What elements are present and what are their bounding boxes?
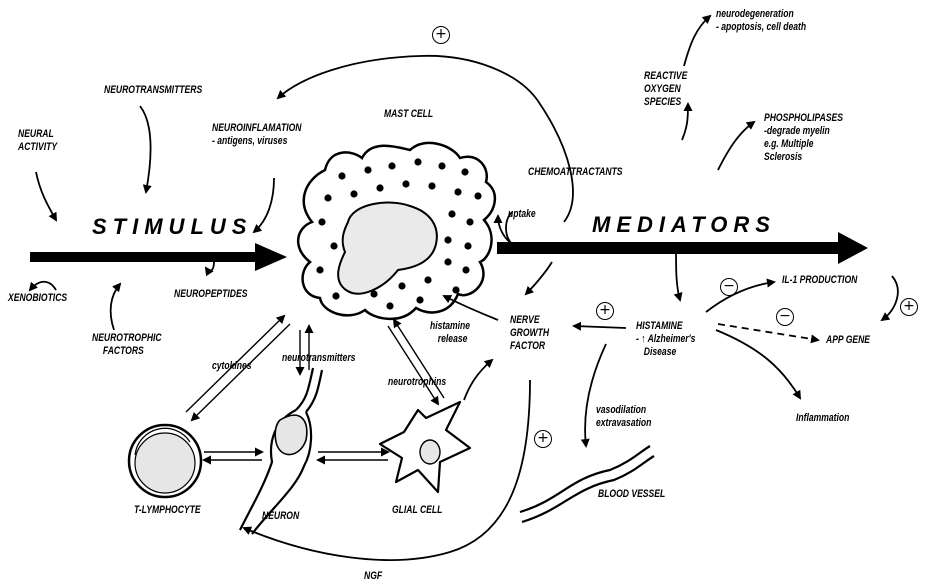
neurodegeneration-title: neurodegeneration	[716, 8, 806, 21]
histamine-release-label: histamine release	[430, 320, 470, 346]
phospholipases-label: PHOSPHOLIPASES -degrade myelin e.g. Mult…	[764, 112, 843, 164]
mast-cell	[298, 143, 495, 319]
phospholipases-sub-2: e.g. Multiple	[764, 138, 843, 151]
histamine-release-line-2: release	[430, 333, 470, 346]
vasodilation-label: vasodilation extravasation	[596, 404, 651, 430]
neural-activity-line-2: ACTIVITY	[18, 141, 57, 154]
t-lymphocyte-label: T-LYMPHOCYTE	[134, 504, 201, 517]
neuroinflamation-label: NEUROINFLAMATION - antigens, viruses	[212, 122, 301, 148]
reactive-oxygen-species-label: REACTIVE OXYGEN SPECIES	[644, 70, 687, 109]
stimulus-label: STIMULUS	[92, 214, 252, 240]
neural-activity-line-1: NEURAL	[18, 128, 57, 141]
stimulus-arrow	[30, 243, 287, 271]
mediators-label: MEDIATORS	[592, 212, 776, 238]
ngf-line-3: FACTOR	[510, 340, 549, 353]
minus-sign-il1: −	[720, 278, 738, 296]
vasodilation-line-1: vasodilation	[596, 404, 651, 417]
neurotrophic-factors-label: NEUROTROPHIC FACTORS	[92, 332, 162, 358]
neuropeptides-label: NEUROPEPTIDES	[174, 288, 247, 301]
histamine-sub-1: - ↑ Alzheimer's	[636, 333, 695, 346]
minus-sign-app: −	[776, 308, 794, 326]
neurotransmitters-mid-label: neurotransmitters	[282, 352, 355, 365]
neuroinflamation-sub: - antigens, viruses	[212, 135, 301, 148]
phospholipases-title: PHOSPHOLIPASES	[764, 112, 843, 125]
histamine-sub-2: Disease	[636, 346, 695, 359]
nerve-growth-factor-label: NERVE GROWTH FACTOR	[510, 314, 549, 353]
mast-cell-label: MAST CELL	[384, 108, 433, 121]
neurotrophic-factors-line-2: FACTORS	[92, 345, 162, 358]
neuron-label: NEURON	[262, 510, 299, 523]
neurodegeneration-sub: - apoptosis, cell death	[716, 21, 806, 34]
neural-activity-label: NEURAL ACTIVITY	[18, 128, 57, 154]
vasodilation-line-2: extravasation	[596, 417, 651, 430]
glial-cell	[380, 402, 470, 492]
il1-production-label: IL-1 PRODUCTION	[782, 274, 857, 287]
histamine-release-line-1: histamine	[430, 320, 470, 333]
ros-line-1: REACTIVE	[644, 70, 687, 83]
ros-line-2: OXYGEN	[644, 83, 687, 96]
neurodegeneration-label: neurodegeneration - apoptosis, cell deat…	[716, 8, 806, 34]
glial-cell-label: GLIAL CELL	[392, 504, 442, 517]
phospholipases-sub-3: Sclerosis	[764, 151, 843, 164]
cytokines-label: cytokines	[212, 360, 252, 373]
chemoattractants-label: CHEMOATTRACTANTS	[528, 166, 623, 179]
t-lymphocyte-cell	[129, 425, 201, 497]
histamine-title: HISTAMINE	[636, 320, 695, 333]
ngf-label: NGF	[364, 570, 382, 583]
histamine-label: HISTAMINE - ↑ Alzheimer's Disease	[636, 320, 695, 359]
ngf-line-1: NERVE	[510, 314, 549, 327]
neuroinflamation-title: NEUROINFLAMATION	[212, 122, 301, 135]
uptake-label: uptake	[508, 208, 536, 221]
blood-vessel	[520, 446, 654, 522]
plus-sign-app: +	[900, 298, 918, 316]
phospholipases-sub-1: -degrade myelin	[764, 125, 843, 138]
inflammation-label: Inflammation	[796, 412, 849, 425]
neurotransmitters-top-label: NEUROTRANSMITTERS	[104, 84, 202, 97]
ngf-line-2: GROWTH	[510, 327, 549, 340]
plus-sign-top: +	[432, 26, 450, 44]
ros-line-3: SPECIES	[644, 96, 687, 109]
blood-vessel-label: BLOOD VESSEL	[598, 488, 665, 501]
plus-sign-histamine: +	[596, 302, 614, 320]
app-gene-label: APP GENE	[826, 334, 870, 347]
plus-sign-ngf: +	[534, 430, 552, 448]
xenobiotics-label: XENOBIOTICS	[8, 292, 67, 305]
neurotrophic-factors-line-1: NEUROTROPHIC	[92, 332, 162, 345]
neurotrophins-label: neurotrophins	[388, 376, 446, 389]
